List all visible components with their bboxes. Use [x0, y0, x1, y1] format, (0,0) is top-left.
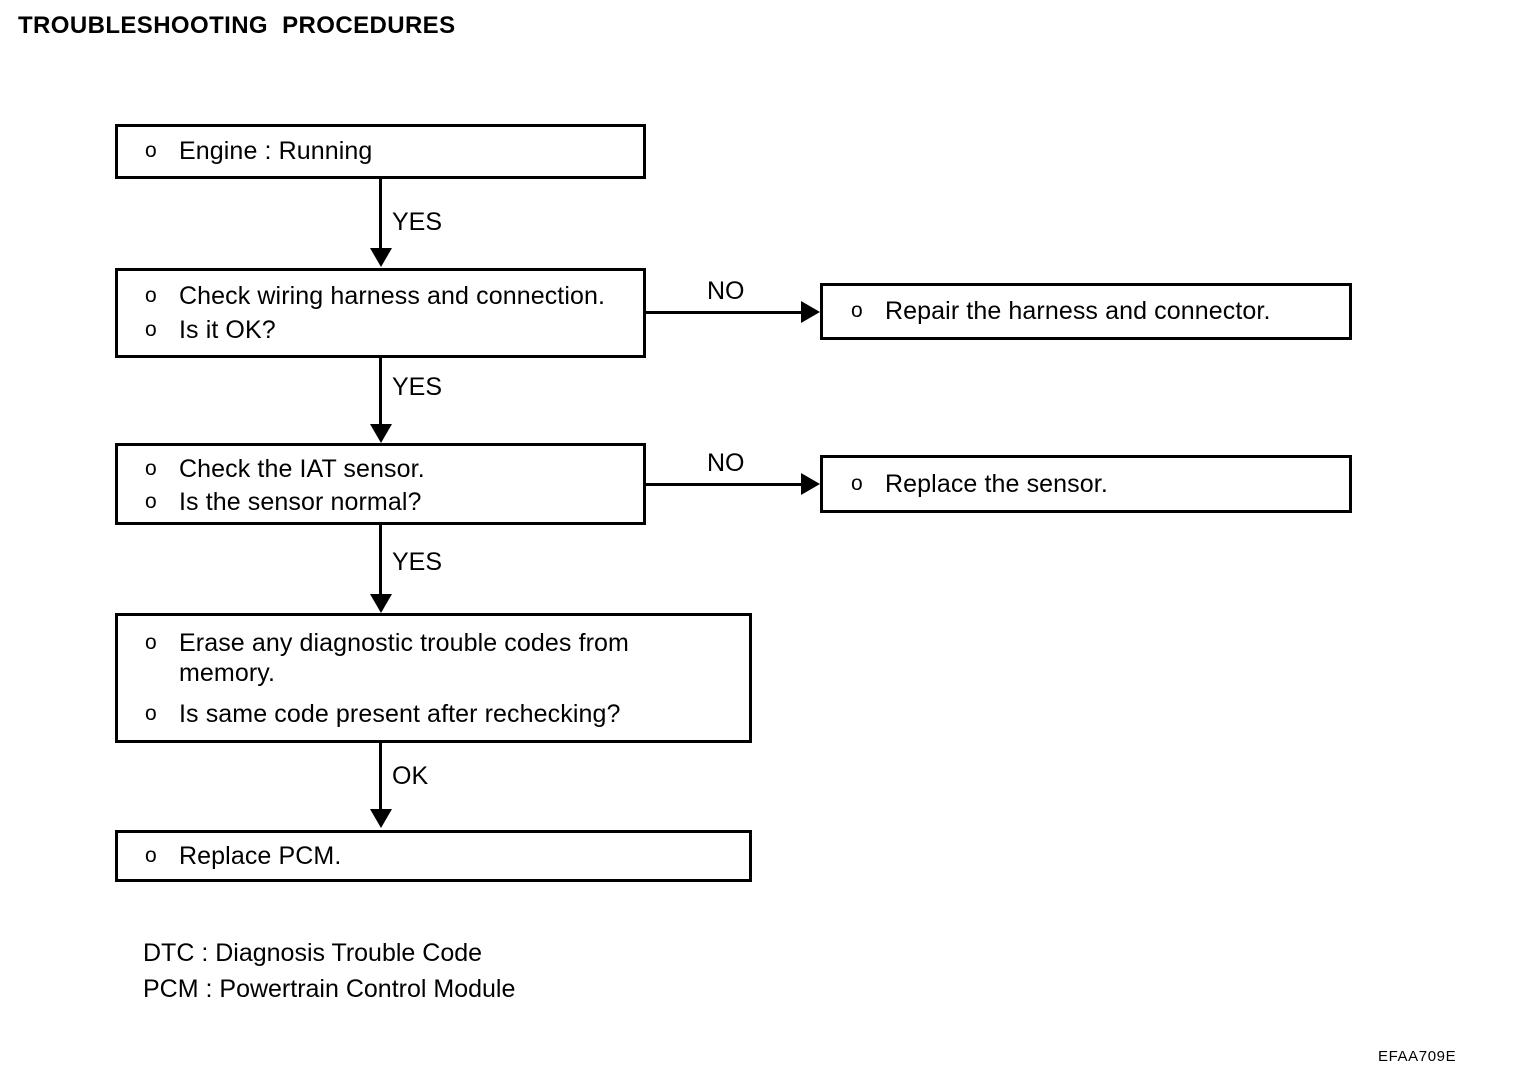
connector-wiring-to-iat — [379, 358, 382, 426]
bullet-marker: o — [145, 139, 157, 162]
arrowhead-engine-to-wiring — [370, 248, 392, 267]
bullet-marker: o — [145, 702, 157, 725]
flow-box-erase-codes-line-1b: memory. — [179, 659, 276, 687]
connector-iat-to-erase — [379, 525, 382, 595]
flow-box-engine-running-line-1: Engine : Running — [179, 137, 373, 165]
flow-box-repair-harness-line-1: Repair the harness and connector. — [885, 297, 1271, 325]
flow-box-check-wiring: o Check wiring harness and connection. o… — [115, 268, 646, 358]
flow-box-erase-codes: o Erase any diagnostic trouble codes fro… — [115, 613, 752, 743]
connector-iat-to-replace-sensor — [646, 483, 803, 486]
page-title: TROUBLESHOOTING PROCEDURES — [18, 12, 456, 39]
edge-label-engine-to-wiring: YES — [392, 208, 443, 236]
flow-box-replace-pcm: o Replace PCM. — [115, 830, 752, 882]
flow-box-engine-running: o Engine : Running — [115, 124, 646, 179]
arrowhead-erase-to-pcm — [370, 809, 392, 828]
legend-line-pcm: PCM : Powertrain Control Module — [143, 975, 516, 1003]
flow-box-erase-codes-line-1: Erase any diagnostic trouble codes from … — [179, 628, 629, 688]
edge-label-wiring-to-iat: YES — [392, 373, 443, 401]
edge-label-iat-to-erase: YES — [392, 548, 443, 576]
edge-label-erase-to-pcm: OK — [392, 762, 429, 790]
bullet-marker: o — [145, 844, 157, 867]
connector-erase-to-pcm — [379, 743, 382, 811]
bullet-marker: o — [145, 284, 157, 307]
flow-box-check-wiring-line-1: Check wiring harness and connection. — [179, 282, 606, 310]
flow-box-erase-codes-line-1a: Erase any diagnostic trouble codes from — [179, 629, 629, 657]
flow-box-replace-sensor: o Replace the sensor. — [820, 455, 1352, 513]
connector-wiring-to-repair — [646, 311, 803, 314]
abbreviation-legend: DTC : Diagnosis Trouble Code PCM : Power… — [143, 935, 515, 1007]
bullet-marker: o — [851, 472, 863, 495]
bullet-marker: o — [145, 490, 157, 513]
arrowhead-iat-to-erase — [370, 594, 392, 613]
figure-reference-code: EFAA709E — [1378, 1048, 1457, 1065]
arrowhead-wiring-to-iat — [370, 424, 392, 443]
bullet-marker: o — [145, 318, 157, 341]
flow-box-check-wiring-line-2: Is it OK? — [179, 316, 276, 344]
bullet-marker: o — [851, 299, 863, 322]
legend-line-dtc: DTC : Diagnosis Trouble Code — [143, 939, 483, 967]
bullet-marker: o — [145, 457, 157, 480]
arrowhead-iat-to-replace-sensor — [801, 473, 820, 495]
edge-label-wiring-to-repair: NO — [707, 277, 745, 305]
flow-box-check-iat-sensor: o Check the IAT sensor. o Is the sensor … — [115, 443, 646, 525]
arrowhead-wiring-to-repair — [801, 301, 820, 323]
edge-label-iat-to-replace-sensor: NO — [707, 449, 745, 477]
flow-box-repair-harness: o Repair the harness and connector. — [820, 283, 1352, 340]
flow-box-erase-codes-line-2: Is same code present after rechecking? — [179, 700, 621, 728]
flow-box-check-iat-sensor-line-2: Is the sensor normal? — [179, 488, 422, 516]
bullet-marker: o — [145, 631, 157, 654]
flow-box-replace-sensor-line-1: Replace the sensor. — [885, 470, 1108, 498]
flow-box-replace-pcm-line-1: Replace PCM. — [179, 842, 342, 870]
flow-box-check-iat-sensor-line-1: Check the IAT sensor. — [179, 455, 425, 483]
connector-engine-to-wiring — [379, 179, 382, 249]
